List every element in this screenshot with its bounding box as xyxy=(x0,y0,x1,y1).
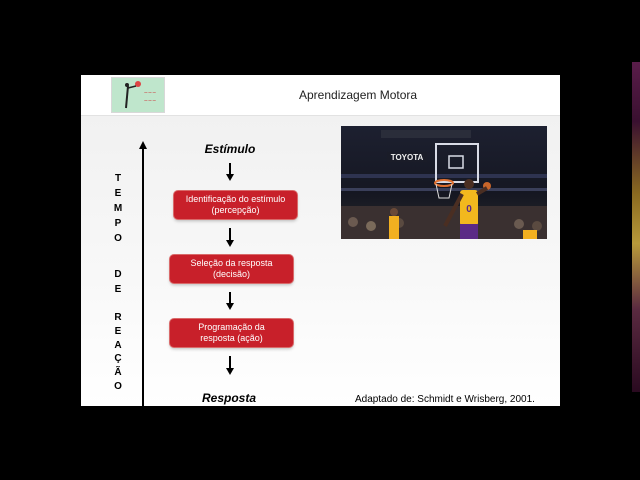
flow-step-label: Identificação do estímulo (percepção) xyxy=(186,194,286,216)
axis-letter: O xyxy=(111,381,125,393)
axis-letter: D xyxy=(111,269,125,281)
jersey-number: 0 xyxy=(466,204,472,215)
source-credit: Adaptado de: Schmidt e Wrisberg, 2001. xyxy=(355,394,535,405)
response-label: Resposta xyxy=(189,391,269,405)
stimulus-label: Estímulo xyxy=(190,142,270,156)
down-arrow-icon xyxy=(226,240,234,247)
flow-step-label: Programação da resposta (ação) xyxy=(198,322,265,344)
down-arrow-line xyxy=(229,228,231,240)
flow-step-perception: Identificação do estímulo (percepção) xyxy=(174,191,297,219)
axis-letter: O xyxy=(111,233,125,245)
axis-letter: E xyxy=(111,326,125,338)
down-arrow-line xyxy=(229,163,231,174)
svg-text:~~~: ~~~ xyxy=(144,90,157,96)
down-arrow-icon xyxy=(226,368,234,375)
up-arrow-icon xyxy=(139,141,147,149)
down-arrow-line xyxy=(229,292,231,303)
axis-letter: Ã xyxy=(111,367,125,379)
flow-step-label: Seleção da resposta (decisão) xyxy=(190,258,272,280)
logo-image: ~~~ ~~~ xyxy=(111,77,165,113)
slide-body: T E M P O D E R E A Ç Ã O Estímulo Ident… xyxy=(81,116,560,406)
down-arrow-icon xyxy=(226,174,234,181)
flow-step-decision: Seleção da resposta (decisão) xyxy=(170,255,293,283)
presentation-slide: ~~~ ~~~ Aprendizagem Motora T E M P O D … xyxy=(81,75,560,406)
slide-header: ~~~ ~~~ Aprendizagem Motora xyxy=(81,75,560,116)
axis-letter: E xyxy=(111,188,125,200)
flow-step-action: Programação da resposta (ação) xyxy=(170,319,293,347)
basketball-photo: TOYOTA 0 xyxy=(341,126,547,239)
background-video-strip xyxy=(632,62,640,392)
axis-letter: E xyxy=(111,284,125,296)
svg-text:~~~: ~~~ xyxy=(144,98,157,104)
axis-letter: M xyxy=(111,203,125,215)
axis-letter: R xyxy=(111,312,125,324)
axis-letter: P xyxy=(111,218,125,230)
time-axis-line xyxy=(142,146,144,406)
axis-letter: A xyxy=(111,340,125,352)
arena-sign: TOYOTA xyxy=(391,153,424,162)
slide-title: Aprendizagem Motora xyxy=(299,88,417,102)
down-arrow-icon xyxy=(226,303,234,310)
down-arrow-line xyxy=(229,356,231,368)
axis-letter: Ç xyxy=(111,353,125,365)
axis-letter: T xyxy=(111,173,125,185)
